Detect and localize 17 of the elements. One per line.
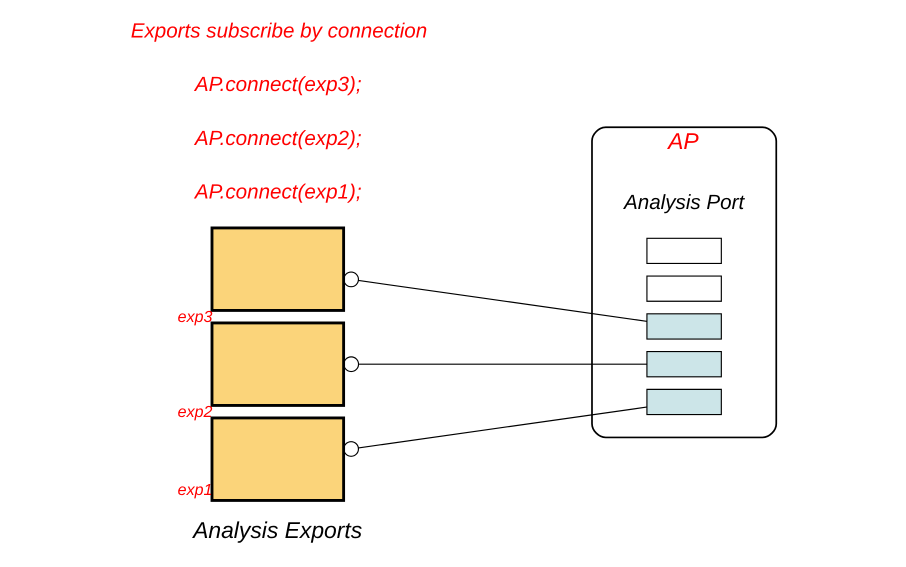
node-box [646, 275, 722, 302]
label: Analysis Exports [192, 517, 362, 544]
label: AP.connect(exp3); [194, 73, 362, 96]
node-box [646, 238, 722, 264]
connector [342, 406, 646, 457]
node-label: exp3 [177, 308, 212, 326]
node-label: exp2 [177, 403, 212, 422]
connector [342, 356, 646, 372]
connector [342, 272, 646, 322]
node-box [646, 313, 722, 340]
label: Exports subscribe by connection [130, 19, 427, 42]
label: AP.connect(exp1); [194, 180, 362, 204]
label: AP.connect(exp2); [194, 126, 362, 150]
node-box [646, 351, 722, 378]
node-label: Analysis Port [624, 190, 744, 214]
node-box [210, 226, 345, 312]
node-box [646, 388, 722, 416]
